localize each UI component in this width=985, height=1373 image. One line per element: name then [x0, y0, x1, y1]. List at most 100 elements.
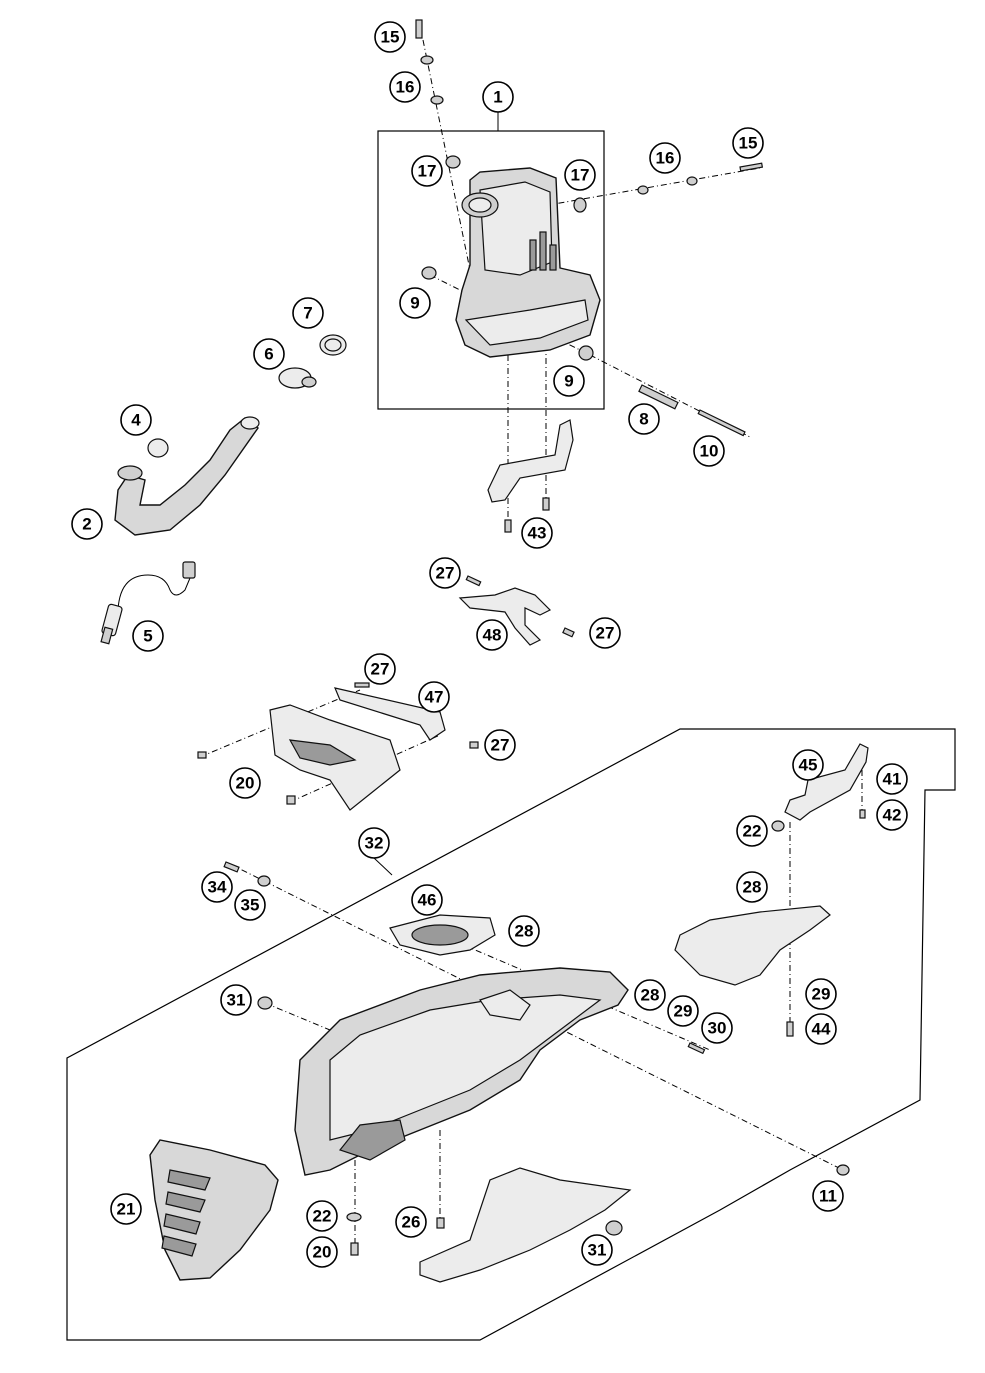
svg-text:45: 45	[799, 756, 818, 775]
callout-9-right[interactable]: 9	[553, 365, 585, 397]
svg-text:35: 35	[241, 896, 260, 915]
svg-text:5: 5	[143, 627, 152, 646]
svg-text:2: 2	[82, 515, 91, 534]
svg-text:28: 28	[515, 922, 534, 941]
callout-46[interactable]: 46	[411, 884, 443, 916]
svg-text:32: 32	[365, 834, 384, 853]
callout-34[interactable]: 34	[201, 871, 233, 903]
svg-text:41: 41	[883, 770, 902, 789]
svg-text:1: 1	[493, 88, 502, 107]
callout-44[interactable]: 44	[805, 1013, 837, 1045]
muffler-hardware	[415, 19, 764, 533]
svg-text:30: 30	[708, 1019, 727, 1038]
callout-5[interactable]: 5	[132, 620, 164, 652]
callout-28-mid[interactable]: 28	[508, 915, 540, 947]
callout-31-left[interactable]: 31	[220, 984, 252, 1016]
svg-text:47: 47	[425, 688, 444, 707]
svg-text:15: 15	[739, 134, 758, 153]
callout-28-lower[interactable]: 28	[634, 979, 666, 1011]
svg-text:28: 28	[743, 878, 762, 897]
svg-text:22: 22	[743, 822, 762, 841]
svg-text:9: 9	[564, 372, 573, 391]
callout-27-b[interactable]: 27	[589, 617, 621, 649]
callout-22-lower[interactable]: 22	[306, 1200, 338, 1232]
rear-bracket	[674, 743, 869, 1037]
callout-27-a[interactable]: 27	[429, 557, 461, 589]
callout-26[interactable]: 26	[395, 1206, 427, 1238]
callout-35[interactable]: 35	[234, 889, 266, 921]
callout-9-left[interactable]: 9	[399, 287, 431, 319]
svg-text:16: 16	[396, 78, 415, 97]
svg-text:8: 8	[639, 410, 648, 429]
svg-text:17: 17	[571, 166, 590, 185]
svg-text:17: 17	[418, 162, 437, 181]
callout-45[interactable]: 45	[792, 749, 824, 781]
svg-text:34: 34	[208, 878, 227, 897]
callout-16-top[interactable]: 16	[389, 71, 421, 103]
svg-text:42: 42	[883, 806, 902, 825]
header-pipe	[114, 416, 260, 536]
callout-32[interactable]: 32	[358, 827, 390, 859]
svg-text:4: 4	[131, 411, 141, 430]
svg-text:20: 20	[236, 774, 255, 793]
callout-17-left[interactable]: 17	[411, 155, 443, 187]
callout-20-lower[interactable]: 20	[306, 1236, 338, 1268]
callout-20-upper[interactable]: 20	[229, 767, 261, 799]
callout-4[interactable]: 4	[120, 404, 152, 436]
svg-text:15: 15	[381, 28, 400, 47]
svg-text:11: 11	[819, 1187, 837, 1206]
callout-43[interactable]: 43	[521, 517, 553, 549]
svg-text:44: 44	[812, 1020, 831, 1039]
callout-8[interactable]: 8	[628, 403, 660, 435]
belly-pan-group-frame	[66, 728, 956, 1341]
callout-6[interactable]: 6	[253, 338, 285, 370]
lambda-sensor	[100, 561, 196, 645]
callout-47[interactable]: 47	[418, 681, 450, 713]
callout-48[interactable]: 48	[476, 619, 508, 651]
callout-21[interactable]: 21	[110, 1193, 142, 1225]
callout-29-b[interactable]: 29	[805, 978, 837, 1010]
callout-22-upper[interactable]: 22	[736, 815, 768, 847]
callout-2[interactable]: 2	[71, 508, 103, 540]
callout-41[interactable]: 41	[876, 763, 908, 795]
muffler-group-frame	[377, 130, 605, 410]
callout-31-right[interactable]: 31	[581, 1234, 613, 1266]
svg-text:20: 20	[313, 1243, 332, 1262]
svg-text:21: 21	[117, 1200, 136, 1219]
front-grille	[149, 1139, 279, 1281]
callout-17-right[interactable]: 17	[564, 159, 596, 191]
svg-text:48: 48	[483, 626, 502, 645]
callout-15-top[interactable]: 15	[374, 21, 406, 53]
callout-28-upper[interactable]: 28	[736, 871, 768, 903]
callout-30[interactable]: 30	[701, 1012, 733, 1044]
callout-16-right[interactable]: 16	[649, 142, 681, 174]
svg-text:7: 7	[303, 304, 312, 323]
svg-text:31: 31	[588, 1241, 607, 1260]
svg-text:27: 27	[371, 660, 390, 679]
muffler-bracket	[487, 419, 574, 503]
svg-text:31: 31	[227, 991, 246, 1010]
svg-text:6: 6	[264, 345, 273, 364]
callout-15-right[interactable]: 15	[732, 127, 764, 159]
svg-text:10: 10	[700, 442, 719, 461]
callout-42[interactable]: 42	[876, 799, 908, 831]
belly-pan	[223, 861, 850, 1256]
lower-guard	[419, 1167, 632, 1283]
callout-27-d[interactable]: 27	[484, 729, 516, 761]
callout-7[interactable]: 7	[292, 297, 324, 329]
callout-27-c[interactable]: 27	[364, 653, 396, 685]
svg-text:27: 27	[596, 624, 615, 643]
svg-text:9: 9	[410, 294, 419, 313]
callout-1[interactable]: 1	[482, 81, 514, 113]
svg-text:27: 27	[491, 736, 510, 755]
svg-text:27: 27	[436, 564, 455, 583]
svg-text:26: 26	[402, 1213, 421, 1232]
callout-10[interactable]: 10	[693, 435, 725, 467]
callout-11[interactable]: 11	[812, 1180, 844, 1212]
svg-text:16: 16	[656, 149, 675, 168]
upper-heat-shield	[197, 682, 479, 811]
svg-text:29: 29	[812, 985, 831, 1004]
callout-29-a[interactable]: 29	[667, 995, 699, 1027]
svg-text:43: 43	[528, 524, 547, 543]
